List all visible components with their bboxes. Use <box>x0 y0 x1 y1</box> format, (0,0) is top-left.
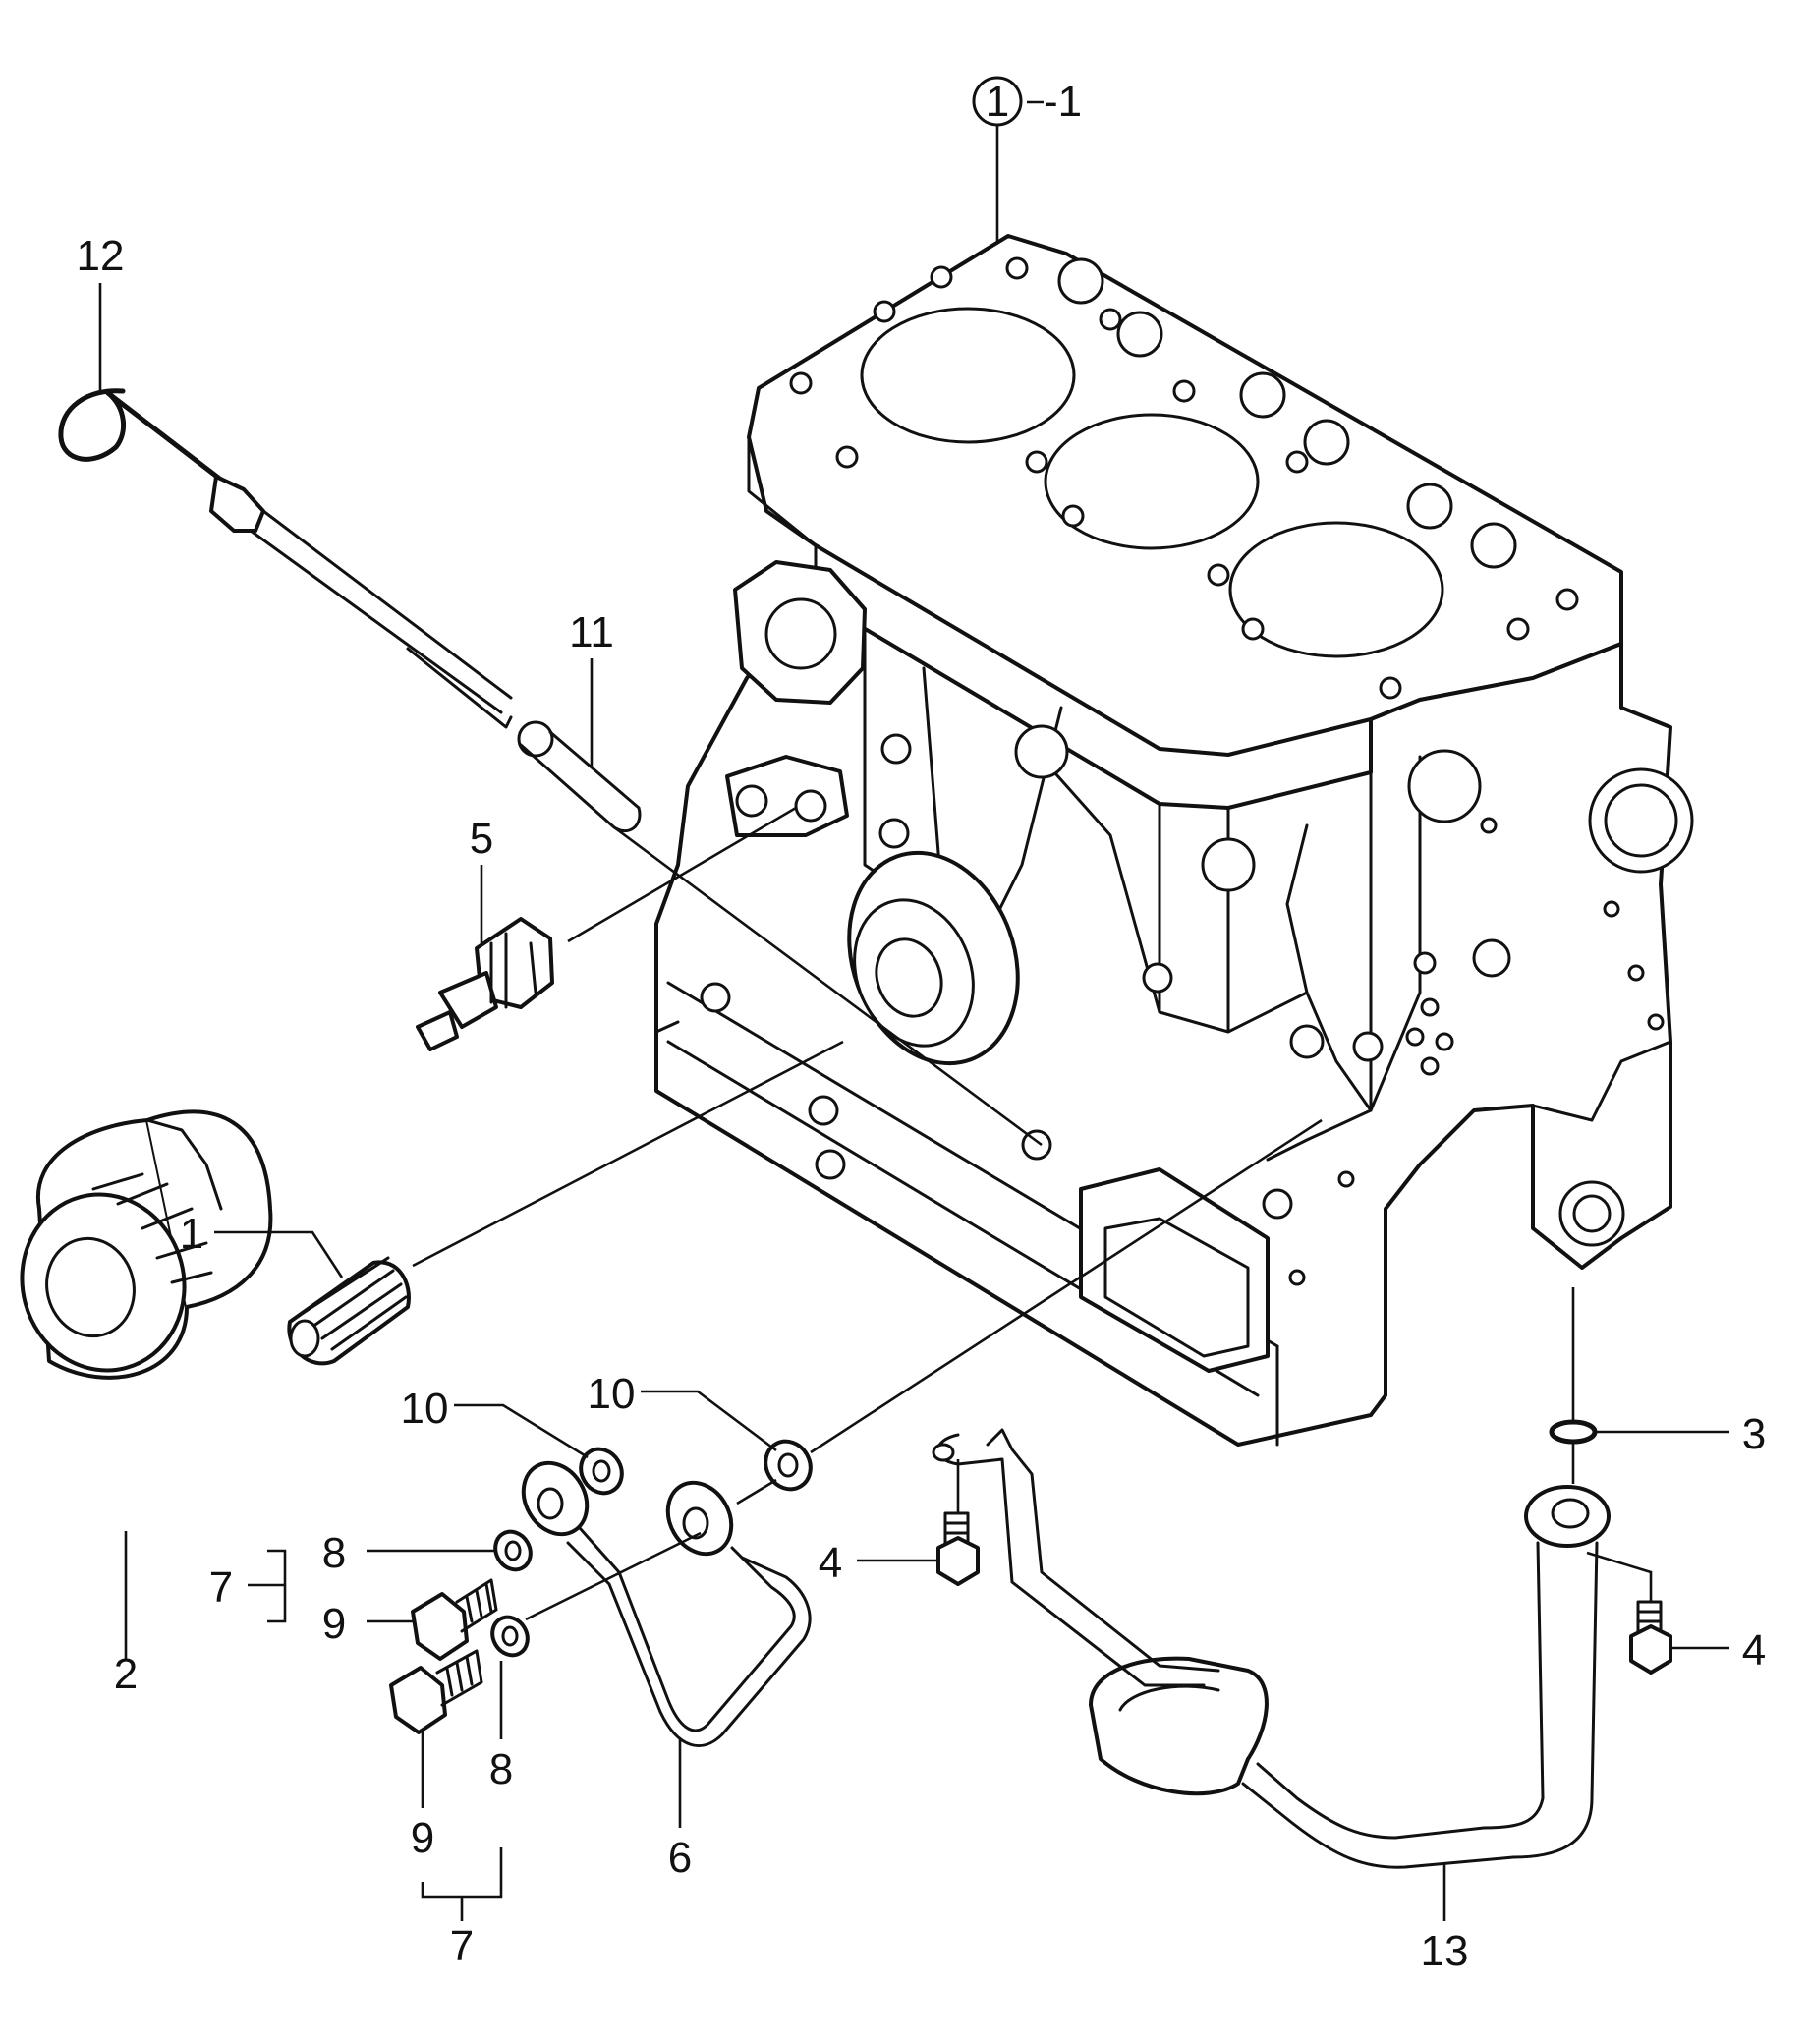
cylinder-block <box>654 234 1694 1447</box>
callout-4-left: 4 <box>819 1539 842 1587</box>
callout-main-suffix: -1 <box>1044 78 1082 126</box>
callout-main: 1 <box>986 78 1009 126</box>
oil-strainer <box>932 1428 1611 1869</box>
callout-7-lower: 7 <box>450 1922 474 1970</box>
callout-labels: 1 -1 12 11 5 1 2 10 10 8 7 9 8 9 7 6 4 3… <box>77 76 1766 1975</box>
banjo-bolts-and-washers <box>389 1529 533 1734</box>
dipstick <box>58 388 513 729</box>
dipstick-guide-tube <box>517 720 642 833</box>
callout-13: 13 <box>1421 1927 1469 1975</box>
callout-10-left: 10 <box>401 1385 449 1433</box>
oil-pipe <box>521 1460 812 1747</box>
callout-8-upper: 8 <box>322 1529 346 1577</box>
callout-9-upper: 9 <box>322 1600 346 1648</box>
callout-11: 11 <box>569 608 614 656</box>
callout-1: 1 <box>180 1210 203 1258</box>
callout-2: 2 <box>114 1650 138 1698</box>
callout-7-upper: 7 <box>209 1563 233 1612</box>
oil-pressure-switch <box>416 917 554 1051</box>
o-ring <box>1549 1419 1598 1445</box>
callout-9-lower: 9 <box>411 1814 434 1862</box>
callout-4-right: 4 <box>1742 1626 1766 1675</box>
oil-filter <box>20 1109 273 1380</box>
callout-6: 6 <box>668 1834 692 1882</box>
callout-10-right: 10 <box>588 1370 636 1418</box>
callout-3: 3 <box>1742 1410 1766 1458</box>
flange-bolts <box>936 1511 1672 1675</box>
callout-12: 12 <box>77 232 125 280</box>
callout-5: 5 <box>470 815 493 863</box>
leader-lines <box>98 100 1729 1921</box>
main-callout-circle <box>972 76 1023 127</box>
washers <box>579 1439 813 1496</box>
callout-8-lower: 8 <box>489 1745 513 1793</box>
filter-stud <box>287 1256 411 1366</box>
